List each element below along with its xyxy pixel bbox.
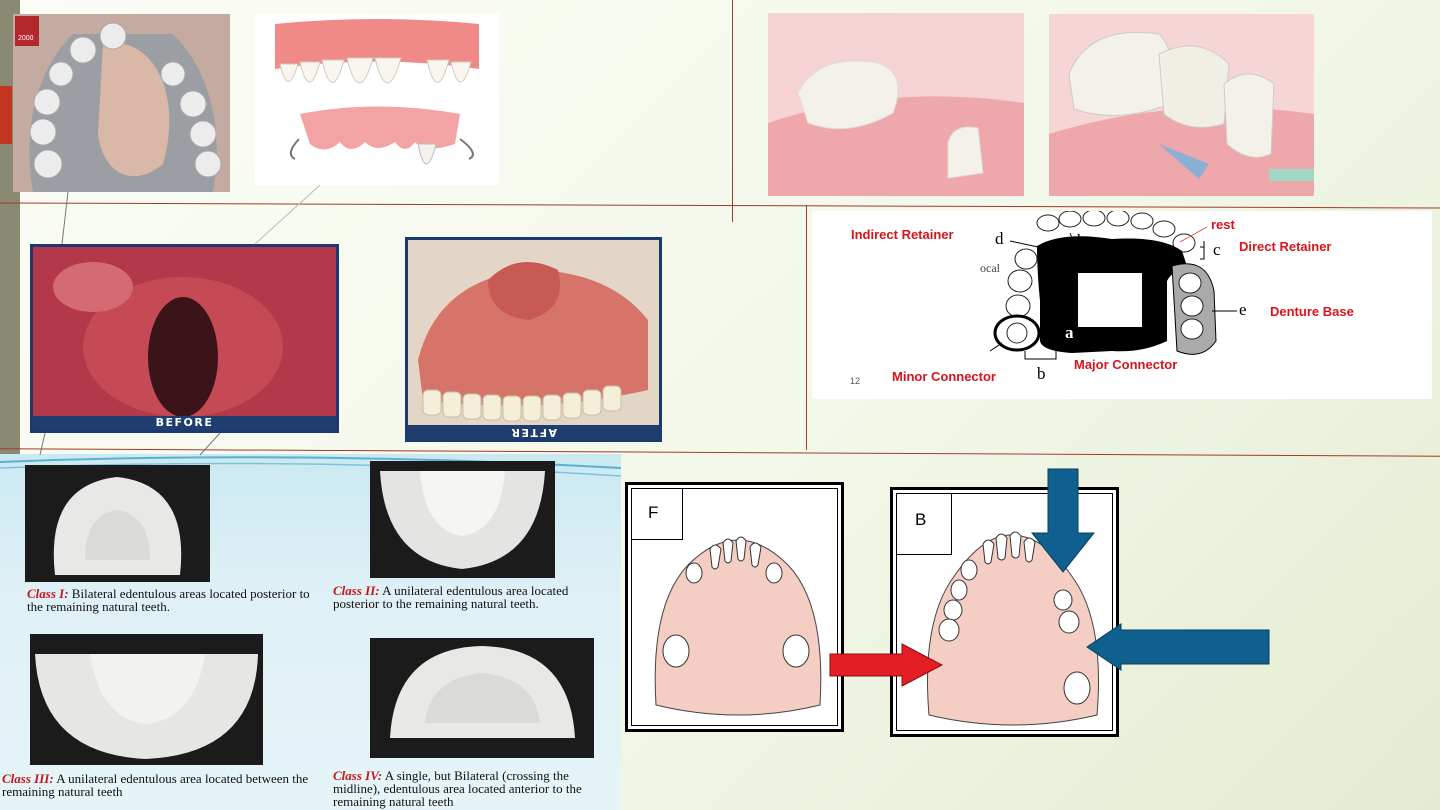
blue-arrow-down-icon xyxy=(1030,468,1096,573)
after-photo: AFTER xyxy=(405,237,662,442)
letter-a: a xyxy=(1065,323,1074,342)
after-label: AFTER xyxy=(408,425,659,439)
blue-arrow-left-icon xyxy=(1086,623,1270,671)
letter-b-lower: b xyxy=(1037,364,1046,383)
class-iv-name: Class IV: xyxy=(333,768,383,783)
rpd-components-diagram: Indirect Retainer Direct Retainer Dentur… xyxy=(812,211,1432,399)
class-iii-desc: A unilateral edentulous area located bet… xyxy=(2,771,309,799)
slide-page-number: 12 xyxy=(850,376,861,386)
indirect-retainer-label: Indirect Retainer xyxy=(851,227,954,242)
left-accent-red xyxy=(0,86,12,144)
rest-label: rest xyxy=(1211,217,1235,232)
kennedy-classification-panel: Class I: Bilateral edentulous areas loca… xyxy=(0,454,621,810)
partial-word: ocal xyxy=(980,261,1000,275)
divider-line xyxy=(806,205,807,450)
direct-retainer-label: Direct Retainer xyxy=(1239,239,1332,254)
class-i-desc: Bilateral edentulous areas located poste… xyxy=(27,586,310,614)
partial-denture-illustration xyxy=(255,14,499,185)
class-iii-name: Class III: xyxy=(2,771,54,786)
minor-connector-label: Minor Connector xyxy=(892,369,996,384)
class-i-text: Class I: Bilateral edentulous areas loca… xyxy=(27,587,317,613)
class-i-name: Class I: xyxy=(27,586,69,601)
letter-e: e xyxy=(1239,300,1247,319)
before-label: BEFORE xyxy=(33,416,336,430)
class-iv-text: Class IV: A single, but Bilateral (cross… xyxy=(333,769,618,808)
red-arrow-icon xyxy=(829,643,944,687)
letter-d: d xyxy=(995,229,1004,248)
class-ii-desc: A unilateral edentulous area located pos… xyxy=(333,583,569,611)
rpd-framework-photo: 2000 xyxy=(13,14,230,192)
divider-line xyxy=(0,202,1440,209)
arch-b-letter: B xyxy=(915,510,927,529)
arch-diagram-b: B xyxy=(890,487,1119,737)
letter-c: c xyxy=(1213,240,1221,259)
arch-diagram-f: F xyxy=(625,482,844,732)
denture-base-label: Denture Base xyxy=(1270,304,1354,319)
implant-crown-illustration xyxy=(1049,14,1314,196)
class-i-cast xyxy=(25,465,210,582)
implant-abutment-illustration xyxy=(768,13,1024,196)
arch-f-letter: F xyxy=(648,503,659,522)
class-iii-text: Class III: A unilateral edentulous area … xyxy=(2,772,322,798)
class-iv-desc: A single, but Bilateral (crossing the mi… xyxy=(333,768,582,809)
letter-b: b xyxy=(1077,231,1086,250)
major-connector-label: Major Connector xyxy=(1074,357,1178,372)
class-iii-cast xyxy=(30,634,263,765)
before-photo: BEFORE xyxy=(30,244,339,433)
class-ii-cast xyxy=(370,461,555,578)
class-ii-text: Class II: A unilateral edentulous area l… xyxy=(333,584,593,610)
class-ii-name: Class II: xyxy=(333,583,380,598)
class-iv-cast xyxy=(370,638,594,758)
divider-line xyxy=(732,0,733,222)
photo-badge: 2000 xyxy=(18,35,34,42)
